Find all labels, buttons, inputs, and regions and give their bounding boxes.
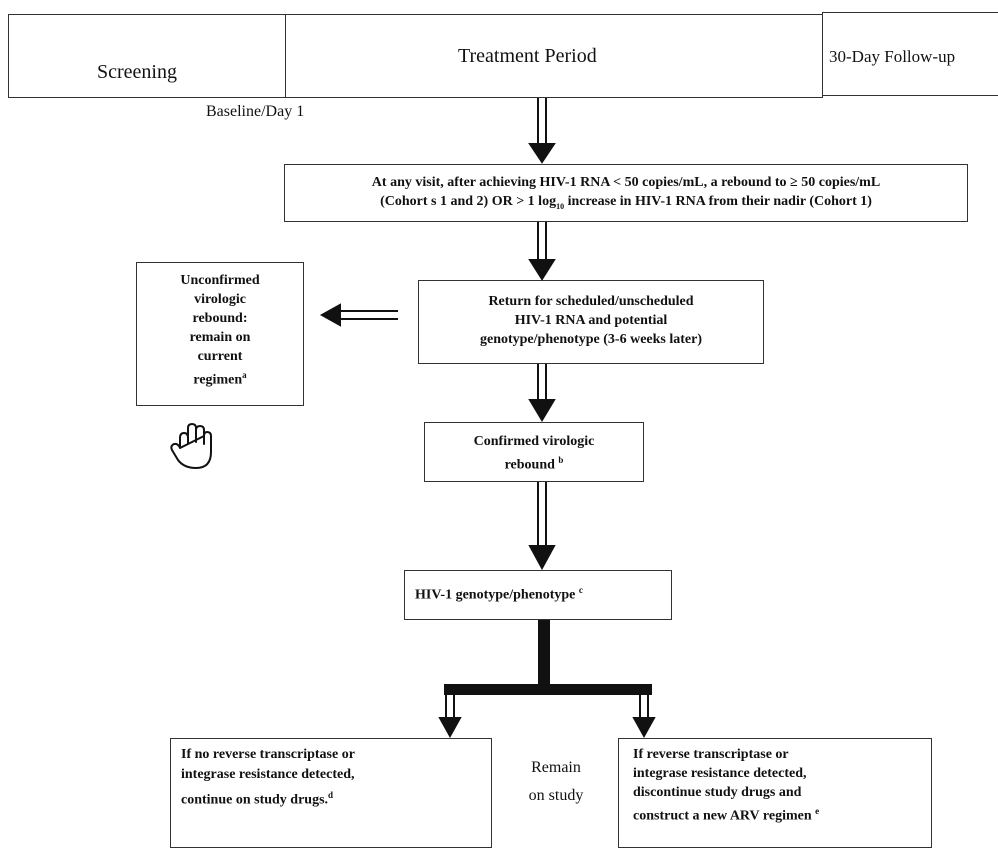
unconfirmed-rebound-box: Unconfirmed virologic rebound: remain on… [136, 262, 304, 406]
screening-label: Screening [97, 61, 177, 83]
follow-up-label: 30-Day Follow-up [829, 47, 956, 66]
treatment-period-label: Treatment Period [458, 45, 597, 67]
genotype-text: HIV-1 genotype/phenotype [415, 587, 576, 603]
return-visit-box: Return for scheduled/unscheduled HIV-1 R… [418, 280, 764, 364]
resistance-line-4-text: construct a new ARV regimen [633, 808, 812, 824]
resistance-detected-box: If reverse transcriptase or integrase re… [618, 738, 932, 848]
arrow-down-2 [528, 222, 556, 281]
unconfirmed-line-3: rebound: [192, 311, 248, 326]
footnote-c: c [578, 585, 583, 595]
no-resistance-line-3: continue on study drugs.d [181, 785, 491, 811]
arrow-down-3 [528, 364, 556, 422]
footnote-d: d [328, 790, 334, 800]
branch-connector [444, 620, 652, 695]
resistance-line-3: discontinue study drugs and [633, 785, 802, 800]
confirmed-line-2-text: rebound [504, 457, 555, 473]
confirmed-line-1: Confirmed virologic [473, 434, 595, 449]
genotype-phenotype-box: HIV-1 genotype/phenotype c [404, 570, 672, 620]
no-resistance-line-2: integrase resistance detected, [181, 767, 355, 782]
rebound-criteria-box: At any visit, after achieving HIV-1 RNA … [284, 164, 968, 222]
no-resistance-line-3-text: continue on study drugs. [181, 792, 329, 808]
arrow-down-branch-right [632, 692, 656, 739]
unconfirmed-line-4: remain on [189, 330, 251, 345]
footnote-b: b [558, 455, 564, 465]
screening-period-box: Screening [8, 14, 286, 98]
rebound-criteria-line2: (Cohort s 1 and 2) OR > 1 log10 increase… [285, 192, 967, 216]
unconfirmed-line-6-text: regimen [193, 372, 243, 388]
return-line-1: Return for scheduled/unscheduled [488, 294, 694, 309]
unconfirmed-line-5: current [197, 349, 243, 364]
arrow-left-unconfirmed [319, 303, 398, 327]
rebound-line2-post: increase in HIV-1 RNA from their nadir (… [564, 194, 872, 209]
resistance-line-2: integrase resistance detected, [633, 766, 807, 781]
hand-stop-icon [170, 423, 212, 469]
unconfirmed-line-6: regimena [137, 366, 303, 390]
rebound-criteria-line1: At any visit, after achieving HIV-1 RNA … [371, 175, 881, 190]
arrow-down-branch-left [438, 692, 462, 739]
footnote-a: a [242, 370, 247, 380]
follow-up-period-box: 30-Day Follow-up [822, 12, 998, 96]
unconfirmed-line-2: virologic [194, 292, 246, 307]
remain-on-study-label: Remain on study [516, 754, 596, 810]
return-line-3: genotype/phenotype (3-6 weeks later) [479, 332, 703, 347]
treatment-period-box: Treatment Period [285, 14, 823, 98]
footnote-e: e [815, 806, 820, 816]
remain-line-2: on study [528, 787, 584, 804]
remain-line-1: Remain [531, 759, 581, 776]
unconfirmed-line-1: Unconfirmed [180, 273, 260, 288]
log-subscript: 10 [556, 201, 565, 211]
confirmed-rebound-box: Confirmed virologic rebound b [424, 422, 644, 482]
resistance-line-4: construct a new ARV regimen e [633, 802, 931, 826]
arrow-down-1 [528, 98, 556, 164]
baseline-label: Baseline/Day 1 [206, 103, 305, 120]
no-resistance-box: If no reverse transcriptase or integrase… [170, 738, 492, 848]
rebound-line2-pre: (Cohort s 1 and 2) OR > 1 log [380, 194, 557, 209]
confirmed-line-2: rebound b [425, 451, 643, 475]
no-resistance-line-1: If no reverse transcriptase or [181, 747, 355, 762]
resistance-line-1: If reverse transcriptase or [633, 747, 789, 762]
return-line-2: HIV-1 RNA and potential [514, 313, 668, 328]
arrow-down-4 [528, 482, 556, 571]
